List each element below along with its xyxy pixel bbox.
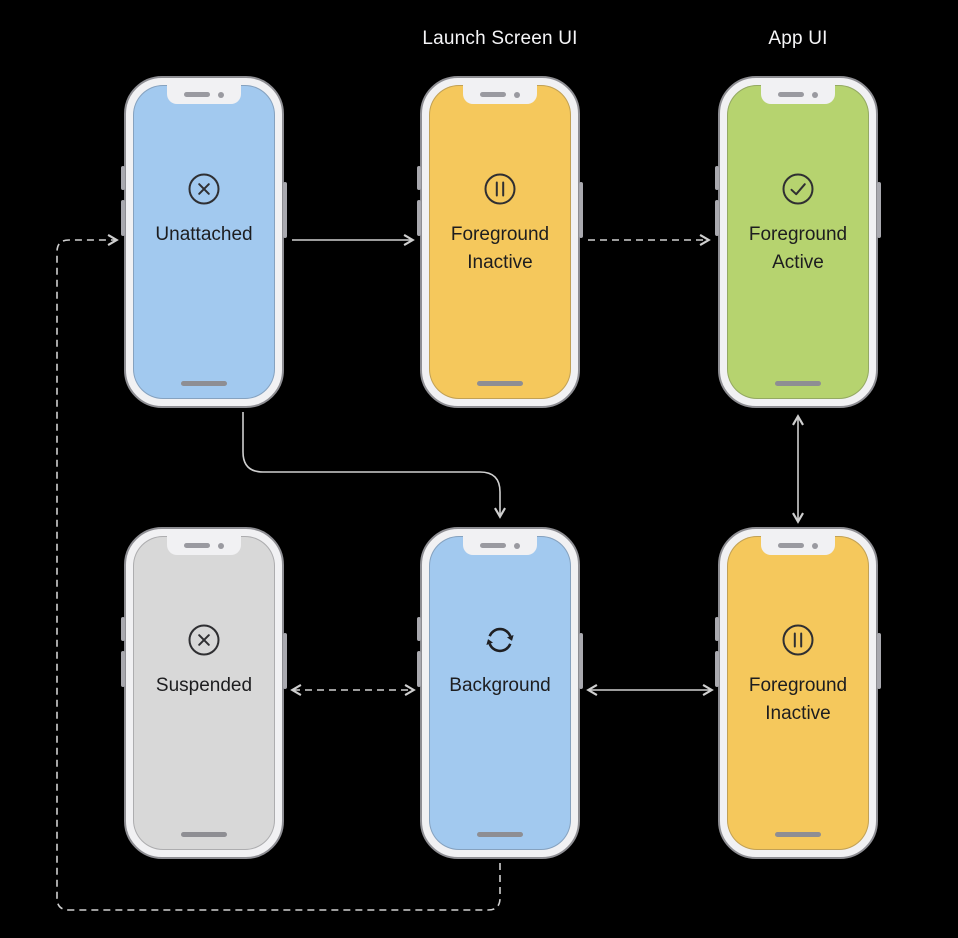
state-block: Foreground Inactive (727, 622, 869, 727)
home-indicator (477, 832, 523, 837)
power-button (877, 182, 881, 238)
power-button (877, 633, 881, 689)
notch (167, 536, 241, 555)
state-label: Foreground Active (748, 224, 848, 273)
state-block: Suspended (133, 622, 275, 700)
notch (167, 85, 241, 104)
state-label: Unattached (155, 224, 253, 245)
state-label: Foreground Inactive (450, 224, 550, 273)
phone-screen: Unattached (133, 85, 275, 399)
phone-foreground-inactive-app: Foreground Inactive (715, 527, 881, 859)
phone-screen: Foreground Inactive (727, 536, 869, 850)
volume-up-button (121, 166, 125, 190)
volume-up-button (417, 166, 421, 190)
volume-down-button (121, 200, 125, 236)
camera-dot (812, 91, 818, 98)
refresh-cycle-icon (486, 627, 514, 653)
notch (463, 85, 537, 104)
check-circle-icon (782, 173, 814, 205)
state-block: Foreground Inactive (429, 171, 571, 276)
volume-up-button (417, 617, 421, 641)
home-indicator (477, 381, 523, 386)
launch-screen-ui-label: Launch Screen UI (422, 28, 578, 49)
power-button (283, 182, 287, 238)
phone-unattached: Unattached (121, 76, 287, 408)
state-label: Background (449, 675, 551, 696)
volume-up-button (121, 617, 125, 641)
notch (761, 536, 835, 555)
pause-circle-icon (782, 624, 814, 656)
phone-suspended: Suspended (121, 527, 287, 859)
speaker-slot (778, 92, 804, 97)
speaker-slot (480, 92, 506, 97)
volume-down-button (121, 651, 125, 687)
speaker-slot (184, 543, 210, 548)
home-indicator (181, 832, 227, 837)
home-indicator (775, 832, 821, 837)
phone-foreground-inactive-launch: Foreground Inactive (417, 76, 583, 408)
state-label: Suspended (155, 675, 253, 696)
state-block: Background (429, 622, 571, 700)
volume-down-button (715, 651, 719, 687)
notch (761, 85, 835, 104)
speaker-slot (184, 92, 210, 97)
volume-down-button (715, 200, 719, 236)
power-button (579, 182, 583, 238)
phone-screen: Foreground Active (727, 85, 869, 399)
camera-dot (514, 542, 520, 549)
camera-dot (514, 91, 520, 98)
state-block: Foreground Active (727, 171, 869, 276)
power-button (579, 633, 583, 689)
app-ui-label: App UI (768, 28, 828, 49)
camera-dot (218, 91, 224, 98)
phone-screen: Suspended (133, 536, 275, 850)
camera-dot (218, 542, 224, 549)
volume-down-button (417, 200, 421, 236)
phone-foreground-active: Foreground Active (715, 76, 881, 408)
power-button (283, 633, 287, 689)
home-indicator (181, 381, 227, 386)
cross-circle-icon (188, 624, 220, 656)
state-block: Unattached (133, 171, 275, 249)
arrow-unattached-to-background (242, 412, 506, 519)
phone-background: Background (417, 527, 583, 859)
volume-up-button (715, 166, 719, 190)
home-indicator (775, 381, 821, 386)
cross-circle-icon (188, 173, 220, 205)
pause-circle-icon (484, 173, 516, 205)
volume-up-button (715, 617, 719, 641)
state-label: Foreground Inactive (748, 675, 848, 724)
speaker-slot (778, 543, 804, 548)
camera-dot (812, 542, 818, 549)
phone-screen: Background (429, 536, 571, 850)
speaker-slot (480, 543, 506, 548)
volume-down-button (417, 651, 421, 687)
notch (463, 536, 537, 555)
phone-screen: Foreground Inactive (429, 85, 571, 399)
